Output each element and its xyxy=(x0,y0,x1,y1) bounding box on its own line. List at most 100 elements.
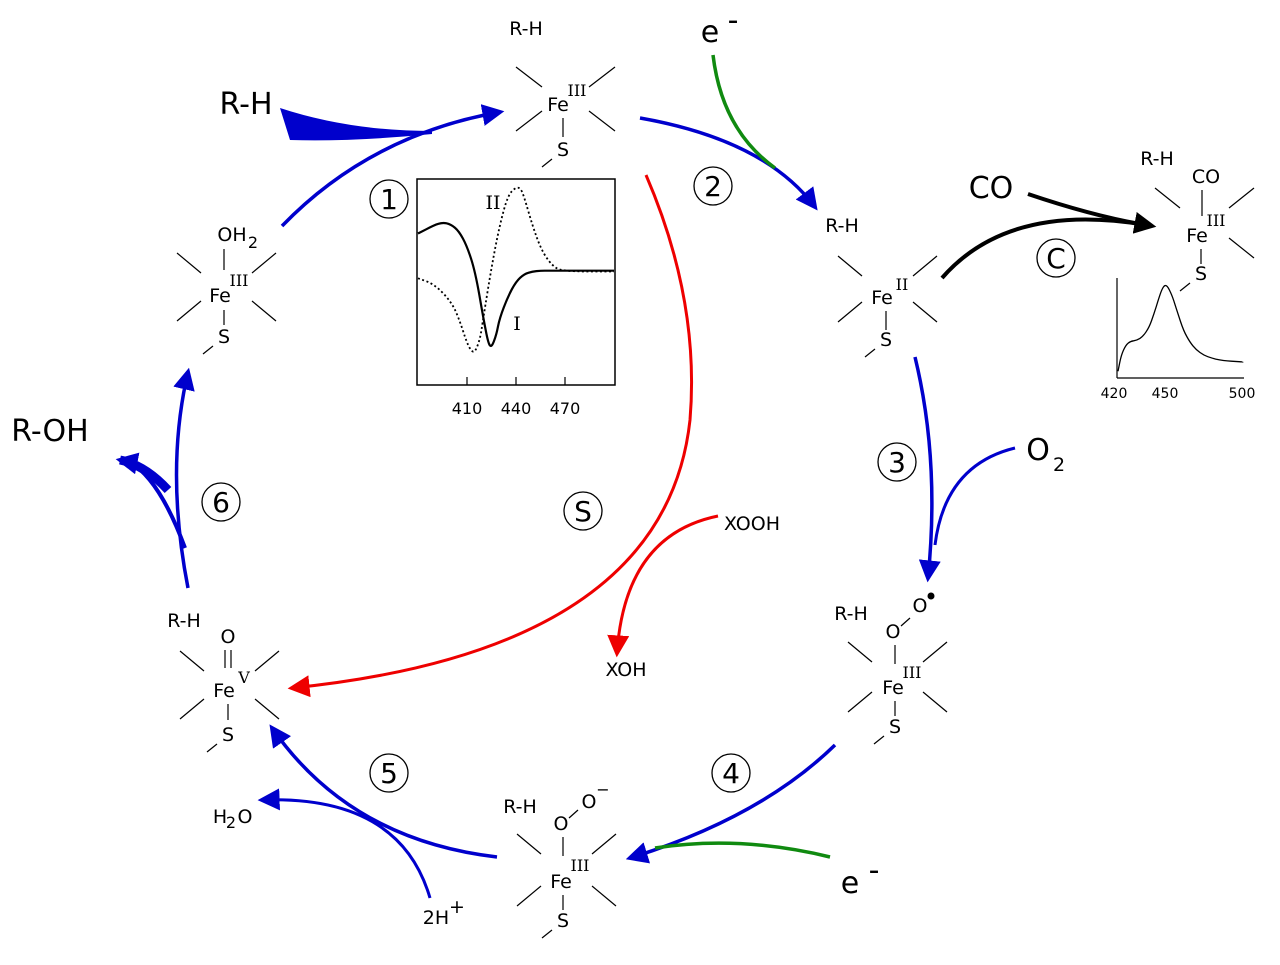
step-label-6: 6 xyxy=(201,482,241,522)
svg-text:O: O xyxy=(582,791,597,813)
svg-text:1: 1 xyxy=(380,183,398,216)
step6-arrow xyxy=(173,367,195,589)
svg-text:O: O xyxy=(238,806,253,828)
svg-text:S: S xyxy=(889,716,901,738)
svg-text:R-H: R-H xyxy=(834,603,868,625)
peroxide-shunt-arrow xyxy=(287,174,693,698)
co-spectrum-line xyxy=(1117,284,1244,372)
species-co-complex: R-H CO Fe III S xyxy=(1140,148,1255,292)
xoh-label: XOH xyxy=(605,659,646,681)
step2-arrow xyxy=(639,116,818,211)
svg-text:V: V xyxy=(237,668,250,687)
svg-text:S: S xyxy=(1195,263,1207,285)
svg-text:2: 2 xyxy=(1053,454,1065,476)
svg-text:Fe: Fe xyxy=(550,871,572,893)
step-label-s: S xyxy=(563,491,603,531)
svg-text:3: 3 xyxy=(888,446,906,479)
svg-text:III: III xyxy=(230,271,249,290)
svg-text:Fe: Fe xyxy=(1186,225,1208,247)
inset1-tick-label: 440 xyxy=(501,399,532,418)
o2-label: O 2 xyxy=(1026,433,1065,476)
svg-text:O: O xyxy=(913,595,928,617)
electron-2-arrow xyxy=(654,841,831,859)
step-label-3: 3 xyxy=(877,442,917,482)
svg-text:Fe: Fe xyxy=(213,680,235,702)
svg-text:S: S xyxy=(557,139,569,161)
co-label: CO xyxy=(969,171,1014,206)
step-label-2: 2 xyxy=(693,166,733,206)
svg-text:2: 2 xyxy=(704,170,722,203)
svg-text:Fe: Fe xyxy=(547,94,569,116)
series-label-I: I xyxy=(513,313,521,335)
svg-text:−: − xyxy=(596,780,609,799)
svg-text:R-H: R-H xyxy=(503,796,537,818)
spectrum-I-line xyxy=(417,221,614,348)
step-label-4: 4 xyxy=(711,753,751,793)
co-spectrum-inset: 420 450 500 xyxy=(1101,278,1256,402)
radical-dot xyxy=(927,592,935,600)
svg-text:2: 2 xyxy=(248,233,258,252)
svg-text:C: C xyxy=(1046,242,1066,275)
step3-arrow xyxy=(913,356,941,583)
inset2-tick-label: 450 xyxy=(1152,386,1179,402)
species-resting-fe3: R-H Fe III S xyxy=(509,18,616,168)
inset1-tick-label: 470 xyxy=(550,399,581,418)
inset2-tick-label: 500 xyxy=(1229,386,1256,402)
electron-label-1: e - xyxy=(701,3,739,50)
step1-arrow xyxy=(280,104,505,228)
svg-text:CO: CO xyxy=(1192,166,1220,188)
species-peroxo: R-H O O − Fe III S xyxy=(503,780,617,939)
svg-text:e: e xyxy=(841,866,859,901)
inset1-tick-label: 410 xyxy=(452,399,483,418)
step-label-c: C xyxy=(1036,238,1076,278)
svg-text:O: O xyxy=(554,813,569,835)
protons-label: 2H + xyxy=(423,896,465,929)
xooh-to-xoh-arrow xyxy=(607,514,719,658)
difference-spectrum-inset: 410 440 470 II I xyxy=(416,178,616,418)
svg-text:R-H: R-H xyxy=(1140,148,1174,170)
svg-text:III: III xyxy=(568,81,587,100)
svg-text:6: 6 xyxy=(212,486,230,519)
product-label: R-OH xyxy=(11,414,88,449)
substrate-entry-wedge xyxy=(280,108,432,141)
svg-text:R-H: R-H xyxy=(825,215,859,237)
svg-text:O: O xyxy=(1026,433,1050,468)
substrate-label: R-H xyxy=(219,87,272,122)
svg-text:S: S xyxy=(218,326,230,348)
svg-text:R-H: R-H xyxy=(167,610,201,632)
svg-text:Fe: Fe xyxy=(882,677,904,699)
svg-text:S: S xyxy=(222,724,234,746)
svg-text:R-H: R-H xyxy=(509,18,543,40)
svg-text:Fe: Fe xyxy=(871,287,893,309)
svg-text:O: O xyxy=(886,621,901,643)
svg-text:III: III xyxy=(1207,211,1226,230)
svg-text:II: II xyxy=(896,275,909,294)
svg-text:III: III xyxy=(571,856,590,875)
o2-entry-arrow xyxy=(933,446,1016,546)
svg-text:S: S xyxy=(574,495,592,528)
svg-text:2H: 2H xyxy=(423,907,449,929)
svg-text:4: 4 xyxy=(722,757,740,790)
svg-text:Fe: Fe xyxy=(209,285,231,307)
svg-text:2: 2 xyxy=(226,813,236,832)
svg-text:-: - xyxy=(728,3,739,38)
svg-text:S: S xyxy=(557,910,569,932)
species-aqua: OH 2 Fe III S xyxy=(176,224,277,355)
electron-label-2: e - xyxy=(841,853,880,901)
step-label-1: 1 xyxy=(369,179,409,219)
electron-1-arrow xyxy=(711,54,777,170)
species-superoxo: R-H O O Fe III S xyxy=(834,592,948,745)
svg-text:III: III xyxy=(903,663,922,682)
inset2-tick-label: 420 xyxy=(1101,386,1128,402)
co-entry-arrow xyxy=(1027,192,1141,226)
series-label-II: II xyxy=(485,192,500,214)
product-release-wedge xyxy=(115,452,172,494)
svg-text:+: + xyxy=(449,896,465,918)
svg-text:OH: OH xyxy=(217,224,246,246)
svg-text:S: S xyxy=(880,329,892,351)
svg-text:e: e xyxy=(701,15,719,50)
svg-text:O: O xyxy=(221,626,236,648)
xooh-label: XOOH xyxy=(724,513,780,535)
water-label: H 2 O xyxy=(213,806,253,832)
